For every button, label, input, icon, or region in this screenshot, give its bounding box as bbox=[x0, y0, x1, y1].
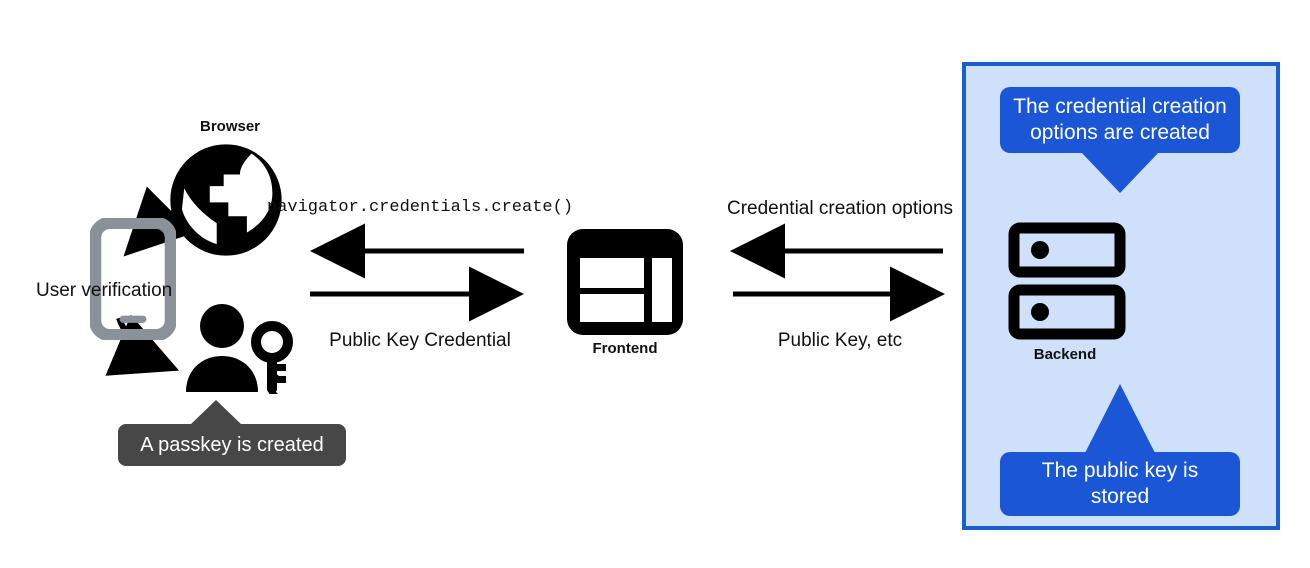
smartphone-icon bbox=[89, 216, 177, 342]
callout-text: A passkey is created bbox=[140, 433, 324, 456]
callout-line-2: options are created bbox=[1030, 121, 1210, 144]
callout-tail-down-icon bbox=[1081, 152, 1159, 193]
callout-passkey-created: A passkey is created bbox=[118, 400, 346, 466]
callout-public-key-stored: The public key is stored bbox=[1000, 384, 1240, 516]
flow-label-credential-creation-options: Credential creation options bbox=[726, 198, 954, 219]
server-stack-icon bbox=[1008, 222, 1126, 342]
frontend-label: Frontend bbox=[592, 340, 658, 357]
user-verification-label: User verification bbox=[36, 280, 173, 301]
window-layout-icon bbox=[566, 228, 684, 336]
callout-line-1: The public key is bbox=[1041, 458, 1199, 482]
backend-label: Backend bbox=[1033, 346, 1097, 363]
browser-label: Browser bbox=[199, 118, 261, 135]
globe-icon bbox=[168, 142, 284, 258]
callout-text: The credential creation options are crea… bbox=[1013, 94, 1227, 147]
callout-tail-up-icon bbox=[190, 400, 242, 425]
callout-tail-up-icon bbox=[1085, 384, 1155, 453]
user-with-key-icon bbox=[178, 302, 296, 400]
callout-credential-options-created: The credential creation options are crea… bbox=[1000, 87, 1240, 193]
flow-label-public-key-etc: Public Key, etc bbox=[777, 330, 903, 351]
callout-line-2: stored bbox=[1090, 485, 1150, 508]
callout-text: The public key is stored bbox=[1042, 458, 1198, 511]
flow-label-public-key-credential: Public Key Credential bbox=[329, 330, 511, 351]
flow-label-navigator-create: navigator.credentials.create() bbox=[266, 198, 574, 217]
callout-line-1: The credential creation bbox=[1013, 94, 1227, 118]
